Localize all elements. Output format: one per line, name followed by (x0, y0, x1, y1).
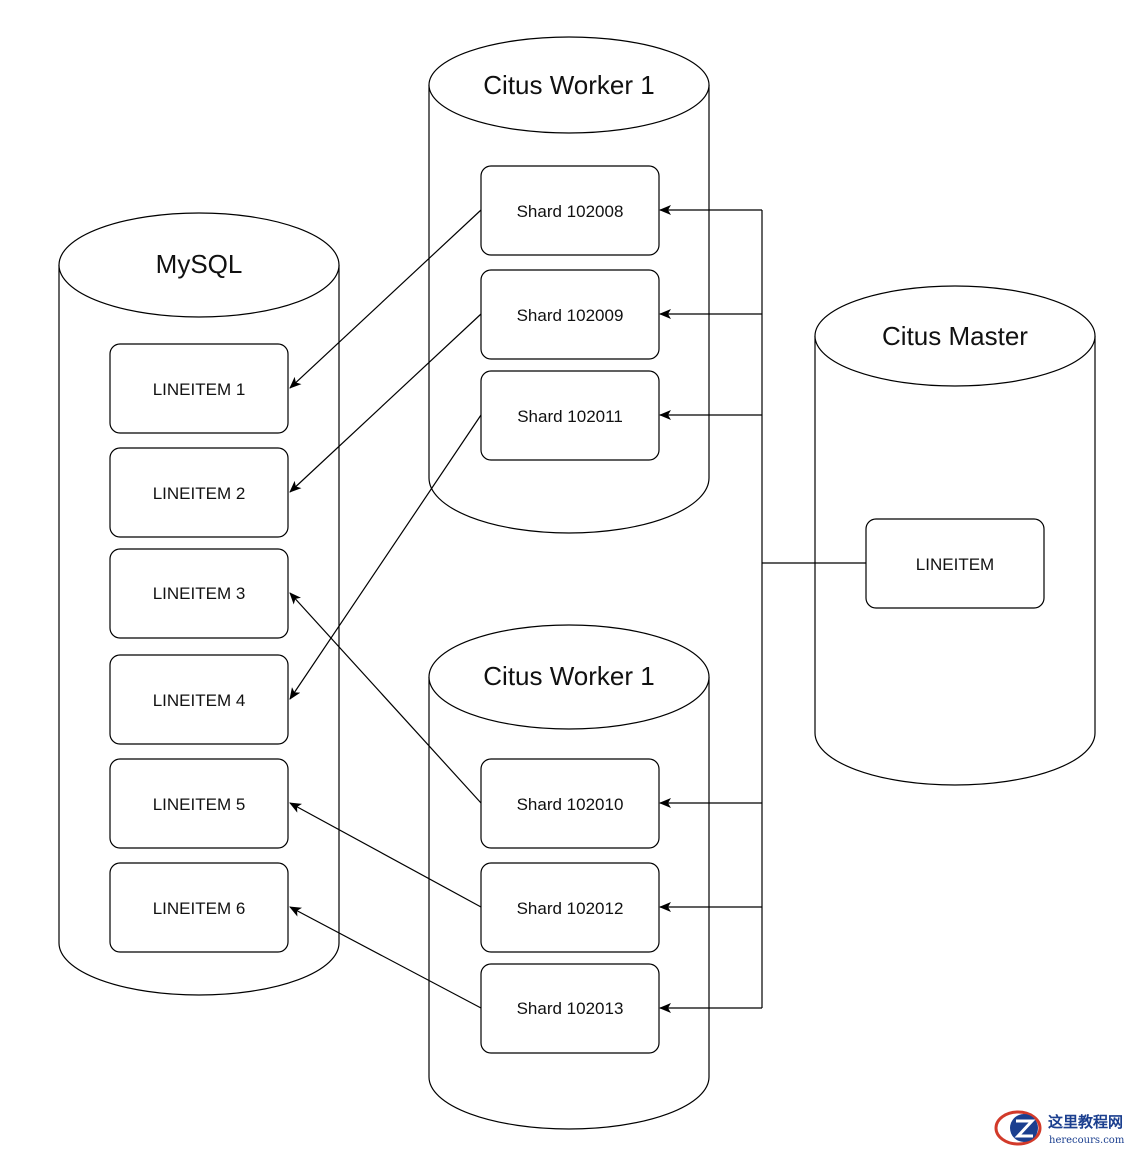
arrow-102009-to-lineitem2 (289, 313, 482, 493)
mysql-title: MySQL (156, 249, 243, 279)
master-table-box: LINEITEM (865, 518, 1045, 609)
shard-label: Shard 102009 (517, 306, 624, 325)
shard-box: Shard 102011 (480, 370, 660, 461)
watermark-en-text: herecours.com (1049, 1135, 1125, 1146)
shard-box: Shard 102013 (480, 963, 660, 1054)
mysql-table-label: LINEITEM 5 (153, 795, 246, 814)
arrow-102013-to-lineitem6 (289, 906, 482, 1009)
master-table-label: LINEITEM (916, 555, 994, 574)
shard-label: Shard 102010 (517, 795, 624, 814)
mysql-table-label: LINEITEM 1 (153, 380, 246, 399)
watermark-logo-icon (994, 1110, 1042, 1146)
mysql-table-label: LINEITEM 4 (153, 691, 246, 710)
watermark: 这里教程网 herecours.com (994, 1110, 1125, 1146)
shard-label: Shard 102013 (517, 999, 624, 1018)
mysql-table-label: LINEITEM 6 (153, 899, 246, 918)
shard-to-mysql-arrows (289, 209, 482, 1009)
shard-label: Shard 102012 (517, 899, 624, 918)
mysql-table-label: LINEITEM 2 (153, 484, 246, 503)
worker-top-shards: Shard 102008 Shard 102009 Shard 102011 (480, 165, 660, 461)
master-title: Citus Master (882, 321, 1028, 351)
worker-bottom-shards: Shard 102010 Shard 102012 Shard 102013 (480, 758, 660, 1054)
shard-box: Shard 102008 (480, 165, 660, 256)
shard-box: Shard 102012 (480, 862, 660, 953)
arrow-102011-to-lineitem4 (289, 414, 482, 700)
watermark-cn-text: 这里教程网 (1048, 1113, 1123, 1131)
mysql-table-box: LINEITEM 5 (109, 758, 289, 849)
shard-box: Shard 102010 (480, 758, 660, 849)
arrow-102012-to-lineitem5 (289, 802, 482, 908)
mysql-table-box: LINEITEM 1 (109, 343, 289, 434)
worker-bottom-title: Citus Worker 1 (483, 661, 654, 691)
mysql-table-label: LINEITEM 3 (153, 584, 246, 603)
mysql-table-box: LINEITEM 6 (109, 862, 289, 953)
mysql-table-box: LINEITEM 4 (109, 654, 289, 745)
shard-label: Shard 102011 (517, 407, 623, 426)
mysql-tables: LINEITEM 1 LINEITEM 2 LINEITEM 3 LINEITE… (109, 343, 289, 953)
master-routing-lines (659, 205, 866, 1013)
shard-box: Shard 102009 (480, 269, 660, 360)
arrow-102008-to-lineitem1 (289, 209, 482, 389)
worker-top-title: Citus Worker 1 (483, 70, 654, 100)
arrow-102010-to-lineitem3 (289, 592, 482, 804)
mysql-table-box: LINEITEM 3 (109, 548, 289, 639)
mysql-table-box: LINEITEM 2 (109, 447, 289, 538)
shard-label: Shard 102008 (517, 202, 624, 221)
